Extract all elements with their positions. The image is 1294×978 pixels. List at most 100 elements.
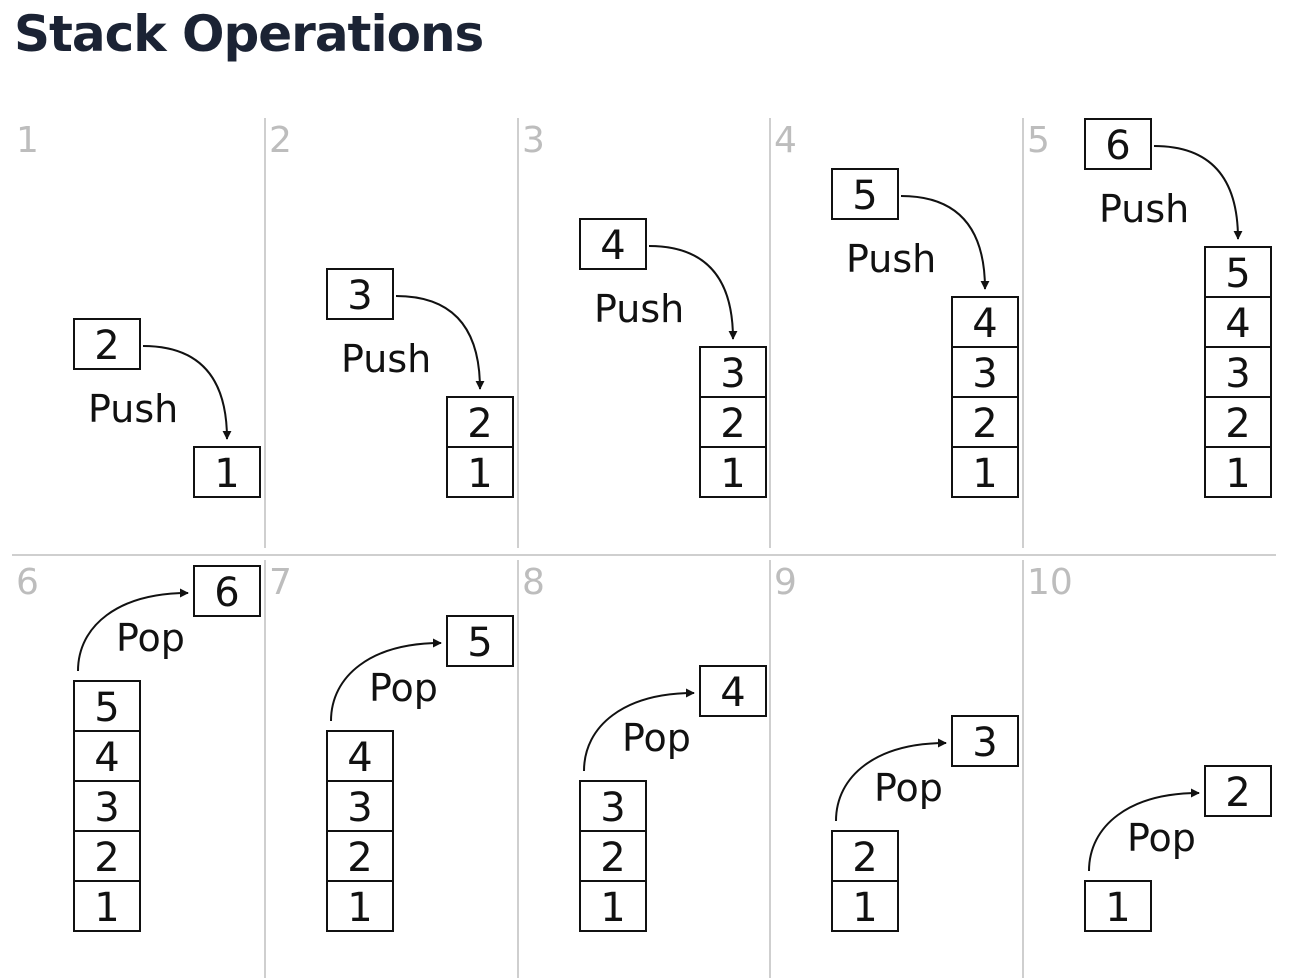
stack-item-outline xyxy=(579,880,647,932)
stack-item: 2 xyxy=(73,830,141,882)
stack-item-outline xyxy=(73,780,141,832)
stack-item: 1 xyxy=(699,446,767,498)
stack-item-outline xyxy=(831,830,899,882)
stack-item-outline xyxy=(951,296,1019,348)
stack-item-label: 1 xyxy=(467,451,492,497)
stack-item-label: 2 xyxy=(852,835,877,881)
stack-item: 3 xyxy=(1204,346,1272,398)
push-arrow xyxy=(1153,145,1243,240)
push-arrow xyxy=(142,345,232,440)
stack-item-outline xyxy=(446,446,514,498)
pushed-item-outline xyxy=(579,218,647,270)
pop-arrow xyxy=(77,588,189,672)
stack-item-label: 5 xyxy=(94,685,119,731)
step-number: 10 xyxy=(1027,562,1073,603)
stack-item-label: 3 xyxy=(720,351,745,397)
stack-item-outline xyxy=(699,446,767,498)
stack-item-label: 1 xyxy=(600,885,625,931)
stack-item: 3 xyxy=(951,346,1019,398)
stack-item: 2 xyxy=(831,830,899,882)
popped-item-outline xyxy=(699,665,767,717)
panel-grid: 112Push2123Push31234Push412345Push512345… xyxy=(16,118,1272,932)
popped-item-label: 2 xyxy=(1225,770,1250,816)
stack-item-outline xyxy=(1204,446,1272,498)
stack-item-label: 1 xyxy=(720,451,745,497)
stack-item: 3 xyxy=(699,346,767,398)
operation-label: Pop xyxy=(116,616,185,660)
stack-item-label: 2 xyxy=(94,835,119,881)
stack-item-outline xyxy=(579,780,647,832)
pushed-item-outline xyxy=(1084,118,1152,170)
step-number: 9 xyxy=(774,562,797,603)
stack-item-outline xyxy=(699,396,767,448)
stack-item: 1 xyxy=(831,880,899,932)
pushed-item-outline xyxy=(73,318,141,370)
stack-item-label: 2 xyxy=(467,401,492,447)
step-number: 1 xyxy=(16,120,39,161)
stack-item: 5 xyxy=(73,680,141,732)
stack-item-label: 4 xyxy=(1225,301,1250,347)
stack-item-outline xyxy=(951,446,1019,498)
operation-label: Pop xyxy=(874,766,943,810)
stack-item-outline xyxy=(326,830,394,882)
stack-item-label: 1 xyxy=(347,885,372,931)
popped-item-outline xyxy=(951,715,1019,767)
stack-item: 1 xyxy=(951,446,1019,498)
stack-item: 1 xyxy=(326,880,394,932)
step-number: 4 xyxy=(774,120,797,161)
step-number: 3 xyxy=(522,120,545,161)
step-number: 5 xyxy=(1027,120,1050,161)
stack-item-label: 4 xyxy=(347,735,372,781)
page-title: Stack Operations xyxy=(14,5,484,63)
stack-item-outline xyxy=(951,396,1019,448)
operation-label: Push xyxy=(846,237,936,281)
stack-item-label: 3 xyxy=(94,785,119,831)
push-arrow xyxy=(900,195,990,290)
operation-label: Pop xyxy=(369,666,438,710)
pushed-item-outline xyxy=(326,268,394,320)
stack-item-label: 1 xyxy=(1105,885,1130,931)
operation-label: Pop xyxy=(1127,816,1196,860)
stack-item-label: 4 xyxy=(972,301,997,347)
popped-item: 5 xyxy=(446,615,514,667)
stack-item-label: 1 xyxy=(214,451,239,497)
step-number: 6 xyxy=(16,562,39,603)
popped-item: 4 xyxy=(699,665,767,717)
stack-item: 1 xyxy=(193,446,261,498)
stack-item-label: 1 xyxy=(852,885,877,931)
operation-label: Push xyxy=(88,387,178,431)
stack-item-outline xyxy=(446,396,514,448)
stack-item: 1 xyxy=(579,880,647,932)
stack-item: 4 xyxy=(1204,296,1272,348)
stack-item: 3 xyxy=(326,780,394,832)
stack-item: 2 xyxy=(951,396,1019,448)
pop-arrow xyxy=(1088,788,1200,872)
stack-item-label: 1 xyxy=(94,885,119,931)
stack-item: 2 xyxy=(579,830,647,882)
popped-item: 2 xyxy=(1204,765,1272,817)
pushed-item-label: 5 xyxy=(852,173,877,219)
stack-item: 4 xyxy=(326,730,394,782)
popped-item-outline xyxy=(1204,765,1272,817)
operation-label: Push xyxy=(1099,187,1189,231)
stack-item-label: 2 xyxy=(972,401,997,447)
stack-item-outline xyxy=(73,730,141,782)
stack-item-label: 3 xyxy=(972,351,997,397)
stack-item-outline xyxy=(73,880,141,932)
stack-item: 1 xyxy=(73,880,141,932)
pop-arrow xyxy=(330,638,442,722)
step-number: 8 xyxy=(522,562,545,603)
popped-item-label: 6 xyxy=(214,570,239,616)
operation-label: Push xyxy=(341,337,431,381)
operation-label: Pop xyxy=(622,716,691,760)
pop-arrow xyxy=(583,688,695,772)
operation-label: Push xyxy=(594,287,684,331)
stack-item-outline xyxy=(951,346,1019,398)
popped-item: 3 xyxy=(951,715,1019,767)
stack-item-outline xyxy=(699,346,767,398)
stack-item: 1 xyxy=(1084,880,1152,932)
